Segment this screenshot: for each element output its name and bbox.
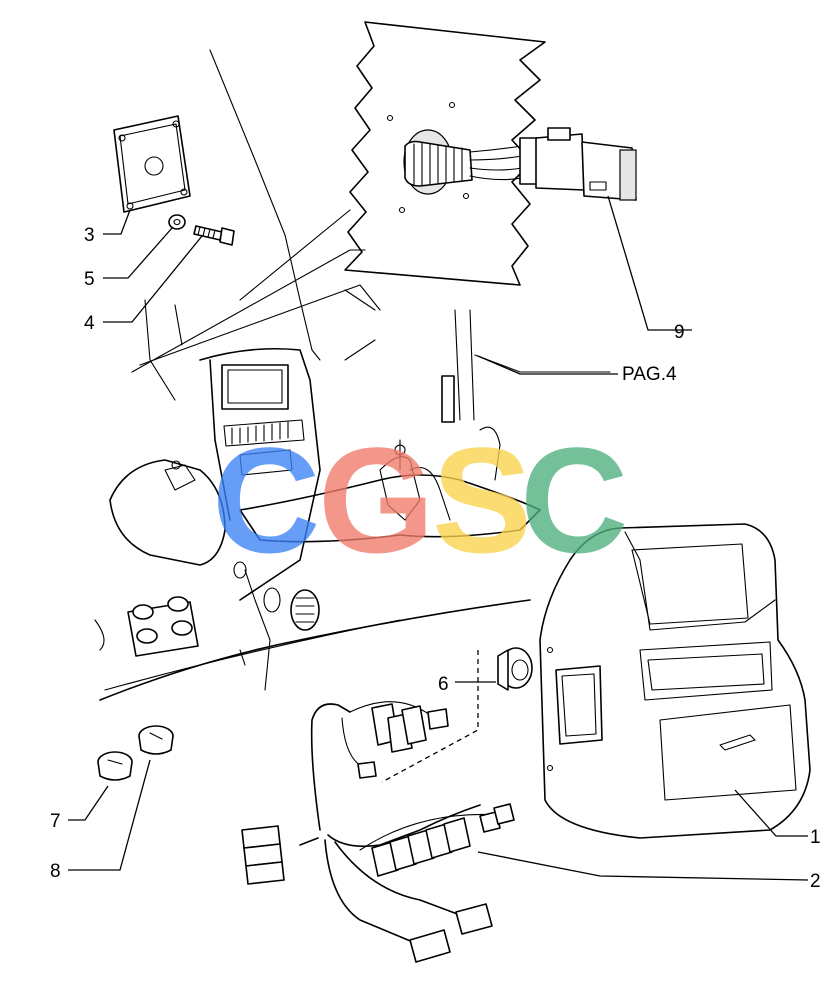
callout-5: 5 (84, 269, 95, 290)
knob-8 (138, 725, 174, 755)
knob-7 (97, 751, 133, 781)
page-reference: PAG.4 (622, 364, 677, 385)
callout-1: 1 (810, 827, 821, 848)
switch-6 (381, 647, 533, 783)
leader-lines (68, 195, 809, 881)
bolt-4 (193, 225, 235, 246)
callout-6: 6 (438, 674, 449, 695)
washer-5 (168, 214, 186, 230)
watermark-letter-2: G (318, 416, 435, 584)
harness-2 (241, 701, 515, 963)
watermark-letter-1: C (212, 416, 320, 584)
callout-3: 3 (84, 225, 95, 246)
grommet-and-harness (404, 140, 523, 187)
callout-9: 9 (674, 322, 685, 343)
callout-labels: 3 5 4 9 PAG.4 6 7 8 1 2 (50, 225, 821, 892)
watermark-logo: C G S C (212, 416, 628, 584)
callout-4: 4 (84, 313, 95, 334)
pedal-buttons (127, 596, 199, 657)
callout-2: 2 (810, 871, 821, 892)
watermark-letter-3: S (432, 416, 532, 584)
plate-3 (113, 115, 191, 213)
console-panel-1 (539, 523, 811, 839)
connector-9 (519, 127, 637, 201)
watermark-letter-4: C (520, 416, 628, 584)
callout-8: 8 (50, 861, 61, 882)
cab-structure (94, 49, 611, 701)
callout-7: 7 (50, 811, 61, 832)
